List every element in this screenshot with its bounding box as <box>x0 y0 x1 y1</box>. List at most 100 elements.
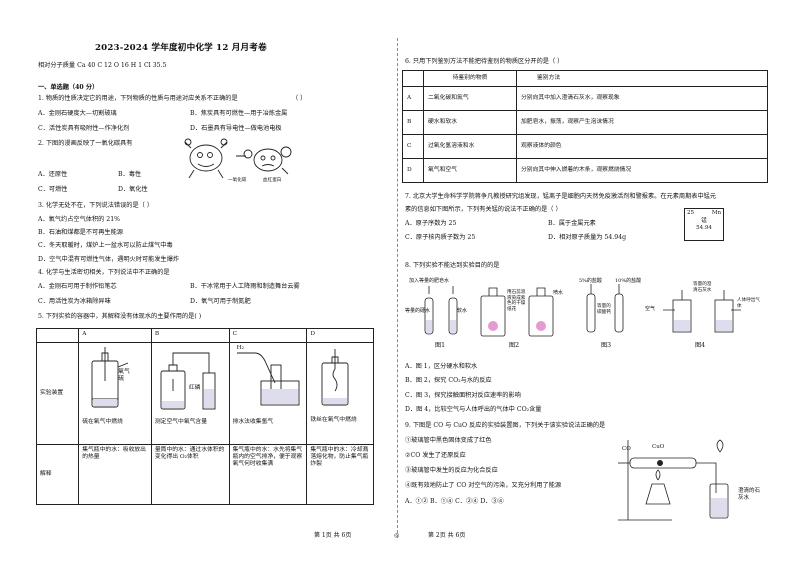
q8-f2-left: 用石蕊溶液染成紫色的干燥纸花 <box>507 290 526 313</box>
q7-option-b: B．属于金属元素 <box>548 220 596 227</box>
q8-f4-air: 空气 <box>645 306 656 312</box>
q6-row-d-key: D <box>402 158 424 183</box>
q3-stem: 3. 化学无处不在，下列说法错误的是（ ） <box>38 202 154 209</box>
q8-f1-top: 加入等量的肥皂水 <box>409 278 450 284</box>
q2-cartoon-label-hb: 血红蛋白 <box>263 178 282 183</box>
q6-row-c-method: 观察液体的颜色 <box>516 134 768 159</box>
q7-line2: 素的信息如下图所示，下列有关锰的说法不正确的是（ ） <box>405 206 562 213</box>
q9-apparatus-diagram <box>618 439 729 521</box>
q6-head-substance: 待鉴别的物质 <box>423 70 517 87</box>
q5-c-label-h2: H₂ <box>236 345 244 351</box>
q8-f1-left: 等量的硬水 <box>405 308 431 314</box>
q5-col-c: C <box>228 328 308 343</box>
q3-option-b: B．石油和煤都是不可再生能源 <box>38 229 123 236</box>
q8-fig3-label: 图3 <box>601 342 612 349</box>
q2-option-b: B．毒性 <box>118 171 142 178</box>
q5-a-label-oxygen: 氧气 <box>118 369 130 375</box>
atomic-mass-line: 相对分子质量 Ca 40 C 12 O 16 H 1 Cl 35.5 <box>38 62 167 69</box>
q9-statement-2: ②CO 发生了还原反应 <box>405 452 466 459</box>
q6-row-d-method: 分别向其中伸入燃着的木条，观察燃烧情况 <box>516 158 768 183</box>
q1-option-c: C．活性炭具有吸附性—作净化剂 <box>38 125 130 132</box>
q9-stem: 9. 下图是 CO 与 CuO 反应的实验装置图，下列关于该实验说法正确的是 <box>405 422 606 429</box>
q1-stem: 1. 物质的性质决定它的用途，下列物质的性质与用途对应关系不正确的是 <box>38 95 238 102</box>
q7-element-card: 25 Mn 锰 54.94 <box>684 208 724 241</box>
q5-c-caption: 排水法收集氢气 <box>232 419 274 425</box>
q5-stem: 5. 下列实验的容器中，其解释没有体现水的主要作用的是( ) <box>38 313 202 320</box>
q5-trough-c-diagram <box>236 352 300 406</box>
q5-flask-b-diagram <box>160 352 216 410</box>
q8-option-b: B．图 2，探究 CO₂与水的反应 <box>405 377 492 384</box>
q8-fig4-label: 图4 <box>695 342 706 349</box>
q5-explain-b: 量筒中的水：通过水体积的变化得出 O₂体积 <box>150 444 230 505</box>
q6-row-b-substance: 硬水和软水 <box>423 110 517 135</box>
footer-divider-mark: ◎ <box>394 532 400 539</box>
q9-options: A．①② B．①④ C．②④ D．③④ <box>405 498 504 505</box>
q5-b-caption: 测定空气中氧气含量 <box>154 419 208 425</box>
q2-stem: 2. 下图的漫画反映了一氧化碳具有 <box>38 140 133 147</box>
q2-option-a: A．还原性 <box>38 171 68 178</box>
q1-option-d: D．石墨具有导电性—做电池电极 <box>190 125 282 132</box>
q5-row-explain-label: 解释 <box>35 444 80 505</box>
exam-title: 2023-2024 学年度初中化学 12 月月考卷 <box>95 43 267 53</box>
q8-f2-right: 喷水 <box>553 290 564 296</box>
q5-explain-d: 集气瓶中的水：冷却溅落熔化物，防止集气瓶炸裂 <box>306 444 374 505</box>
q2-cartoon-label-co: 一氧化碳 <box>228 178 247 183</box>
q5-cell-a: 氧气 硫 硫在氧气中燃烧 <box>78 342 152 445</box>
q8-option-c: C．图 3，探究接触面积对反应速率的影响 <box>405 392 521 399</box>
q1-paren: （ ） <box>292 95 307 102</box>
q7-option-a: A．原子序数为 25 <box>405 220 457 227</box>
q6-row-c-substance: 过氧化氢溶液和水 <box>423 134 517 159</box>
q5-cell-c: H₂ 排水法收集氢气 <box>228 342 308 445</box>
q4-option-a: A．金刚石可用于制作铅笔芯 <box>38 283 117 290</box>
q8-f3-right: 10%的盐酸 <box>615 278 642 284</box>
q1-option-a: A．金刚石硬度大—切割玻璃 <box>38 110 117 117</box>
q8-figures: 加入等量的肥皂水 等量的硬水 软水 用石蕊溶液染成紫色的干燥纸花 喷水 5%的盐… <box>405 278 765 354</box>
q8-option-a: A．图 1，区分硬水和软水 <box>405 363 478 370</box>
q1-option-b: B．焦炭具有可燃性—用于冶炼金属 <box>190 110 288 117</box>
q7-option-c: C．原子核内质子数为 25 <box>405 234 476 241</box>
q2-option-d: D．氧化性 <box>118 186 148 193</box>
page-divider <box>397 38 398 538</box>
q2-option-c: C．可燃性 <box>38 186 68 193</box>
q8-stem: 8. 下列实验不能达到实验目的的是 <box>405 262 500 269</box>
q9-label-limewater: 澄清的石灰水 <box>738 488 761 501</box>
q9-apparatus: CO CuO 澄清的石灰水 <box>612 436 772 526</box>
q7-element-mass: 54.94 <box>696 224 712 231</box>
q7-element-name: 锰 <box>701 217 707 224</box>
q5-row-apparatus-label: 实验装置 <box>35 342 80 445</box>
q9-label-cuo: CuO <box>652 444 665 450</box>
q6-row-d-substance: 氧气和空气 <box>423 158 517 183</box>
q6-row-a-substance: 二氧化碳和氮气 <box>423 86 517 111</box>
q7-element-symbol: Mn <box>711 210 721 216</box>
q5-d-caption: 铁丝在氧气中燃烧 <box>310 417 357 423</box>
q5-cell-d: 铁丝在氧气中燃烧 <box>306 342 374 445</box>
q7-line1: 7. 北京大学生命科学学院蒋争凡教授研究组发现，锰离子是细胞内天然免疫激活剂和警… <box>405 193 717 200</box>
q6-row-b-key: B <box>402 110 424 135</box>
q8-fig2-label: 图2 <box>509 342 520 349</box>
section-heading: 一、单选题（40 分） <box>38 84 99 91</box>
q7-option-d: D．相对原子质量为 54.94g <box>548 234 627 241</box>
q5-a-caption: 硫在氧气中燃烧 <box>82 419 123 425</box>
q3-option-c: C．冬天取暖时，煤炉上一盆水可以防止煤气中毒 <box>38 242 173 249</box>
q5-col-a: A <box>78 328 152 343</box>
q6-row-a-key: A <box>402 86 424 111</box>
q8-option-d: D．图 4，比较空气与人体呼出的气体中 CO₂含量 <box>405 406 542 413</box>
q9-statement-4: ④既有效地防止了 CO 对空气的污染，又充分利用了能源 <box>405 482 562 489</box>
q6-row-c-key: C <box>402 134 424 159</box>
q9-statement-3: ③玻璃管中发生的反应为化合反应 <box>405 467 498 474</box>
q4-option-b: B．干冰常用于人工降雨和制造舞台云雾 <box>190 283 300 290</box>
q4-stem: 4. 化学与生活密切相关，下列说法中不正确的是 <box>38 269 170 276</box>
q2-cartoon <box>176 134 306 186</box>
q6-row-b-method: 加肥皂水，振荡，观察产生泡沫情况 <box>516 110 768 135</box>
q6-stem: 6. 只用下列鉴别方法不能把待鉴别的物质区分开的是（ ） <box>405 58 564 65</box>
q9-statement-1: ①玻璃管中黑色固体变成了红色 <box>405 437 492 444</box>
q4-option-d: D．氧气可用于制氮肥 <box>190 298 251 305</box>
q5-flask-a-diagram <box>91 347 129 408</box>
q8-f3-left: 5%的盐酸 <box>579 278 602 284</box>
q8-fig1-label: 图1 <box>435 342 446 349</box>
q8-f3-bottom: 等量的碳酸钙 <box>597 304 611 315</box>
q8-f4-limewater: 等量的澄清石灰水 <box>693 282 712 293</box>
q5-a-label-sulfur: 硫 <box>118 376 125 382</box>
q4-option-c: C．用活性炭为冰箱除异味 <box>38 298 111 305</box>
q5-flask-d-diagram <box>321 349 349 406</box>
